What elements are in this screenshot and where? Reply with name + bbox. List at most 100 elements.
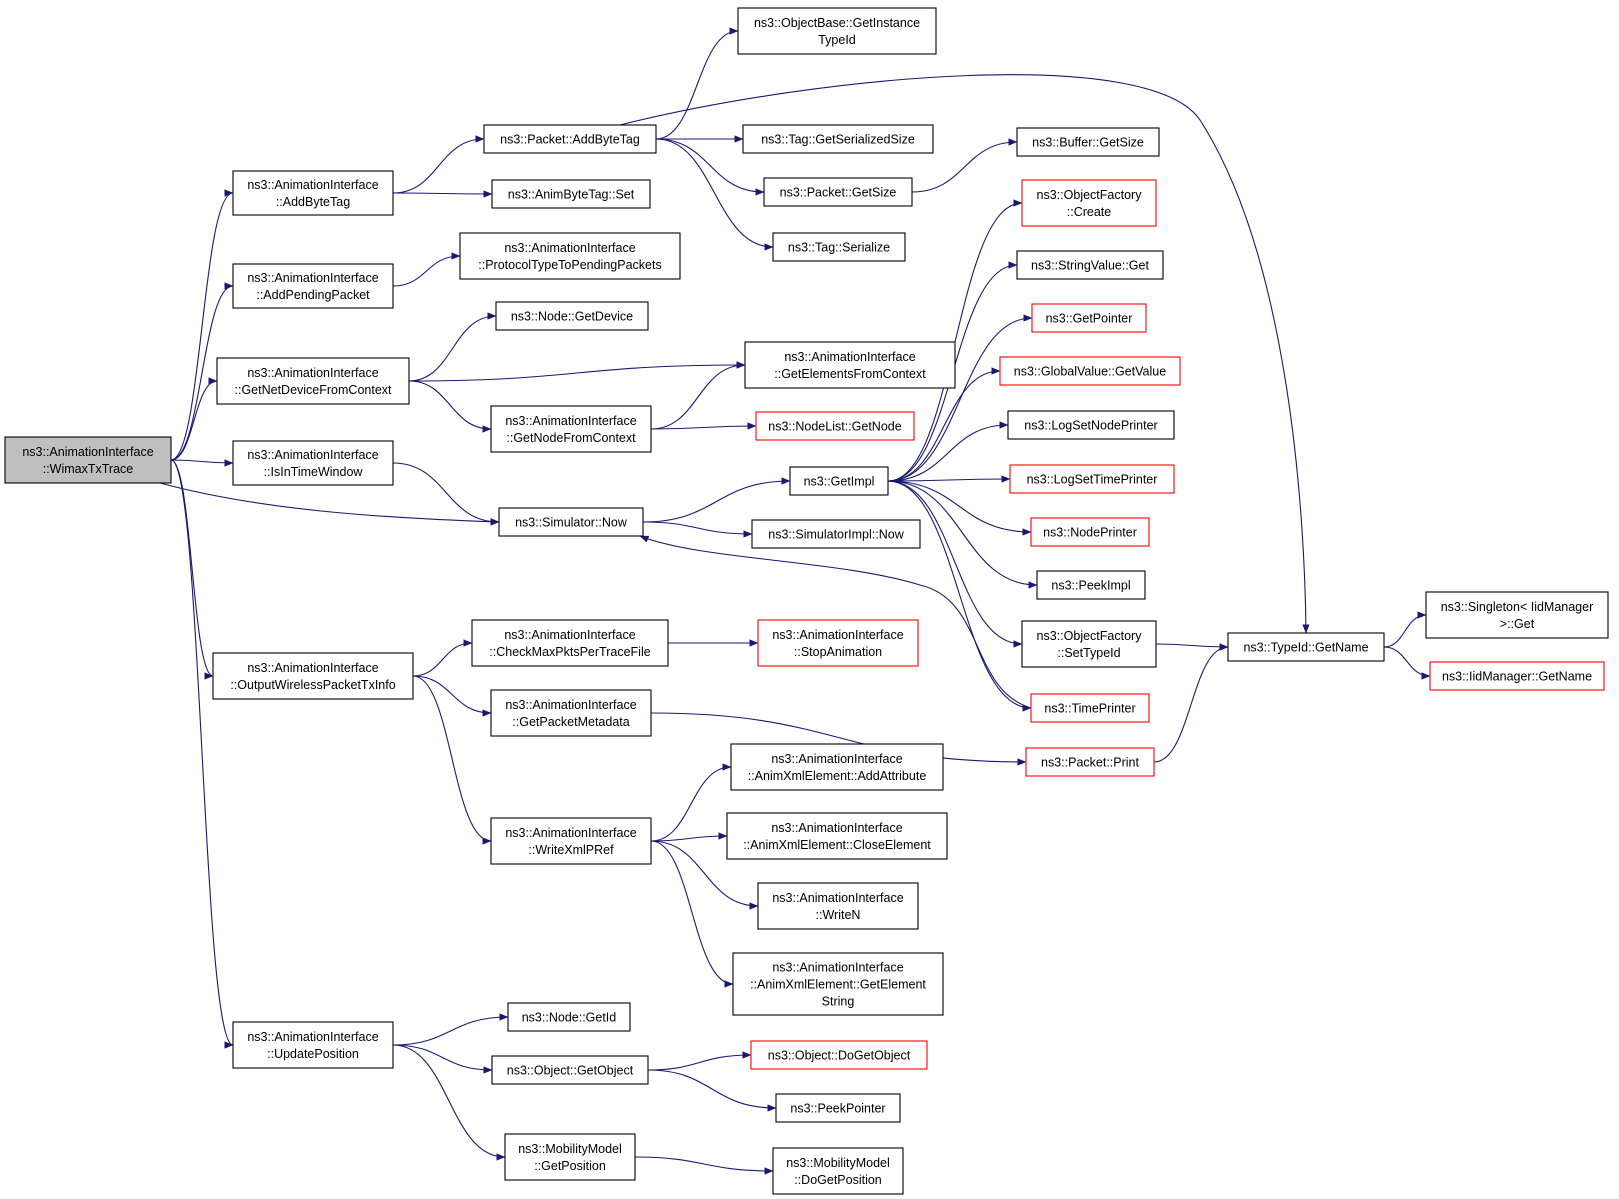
node-bufferGetSize[interactable]: ns3::Buffer::GetSize: [1016, 127, 1160, 157]
node-box: [1031, 303, 1147, 333]
edge-packetAddByteTag-to-tagSerialize: [655, 138, 774, 251]
edge-timePrinter-to-simulatorNow: [639, 535, 1032, 709]
node-label: ns3::AnimationInterface: [505, 826, 636, 840]
edge-updatePosition-to-nodeGetId: [392, 1013, 509, 1046]
node-iidManagerGetName[interactable]: ns3::IidManager::GetName: [1429, 661, 1605, 691]
node-label: ::GetPosition: [534, 1159, 606, 1173]
node-packetGetSize[interactable]: ns3::Packet::GetSize: [763, 177, 913, 207]
node-nodeGetDevice[interactable]: ns3::Node::GetDevice: [495, 301, 649, 331]
node-simulatorImplNow[interactable]: ns3::SimulatorImpl::Now: [751, 519, 921, 549]
node-label: ns3::AnimationInterface: [247, 1030, 378, 1044]
node-timePrinter[interactable]: ns3::TimePrinter: [1030, 693, 1150, 723]
node-box: [471, 619, 669, 667]
node-peekImpl[interactable]: ns3::PeekImpl: [1036, 570, 1146, 600]
node-peekPointer[interactable]: ns3::PeekPointer: [775, 1093, 901, 1123]
node-addPendingPacket[interactable]: ns3::AnimationInterface::AddPendingPacke…: [232, 263, 394, 309]
node-label: ns3::AnimationInterface: [247, 448, 378, 462]
node-box: [1030, 517, 1150, 547]
node-stringValueGet[interactable]: ns3::StringValue::Get: [1016, 250, 1164, 280]
node-box: [483, 124, 657, 154]
node-logSetNodePrinter[interactable]: ns3::LogSetNodePrinter: [1007, 410, 1175, 440]
node-getNodeFromContext[interactable]: ns3::AnimationInterface::GetNodeFromCont…: [490, 405, 652, 453]
node-addByteTagAI[interactable]: ns3::AnimationInterface::AddByteTag: [232, 170, 394, 216]
node-isInTimeWindow[interactable]: ns3::AnimationInterface::IsInTimeWindow: [232, 440, 394, 486]
node-doGetObject[interactable]: ns3::Object::DoGetObject: [750, 1040, 928, 1070]
edge-getImpl-to-logSetTimePrinter: [887, 475, 1011, 483]
node-getPacketMetadata[interactable]: ns3::AnimationInterface::GetPacketMetada…: [490, 689, 652, 737]
node-label: ns3::Singleton< IidManager: [1441, 600, 1594, 614]
node-box: [999, 356, 1181, 386]
node-label: String: [822, 995, 855, 1009]
node-closeElement[interactable]: ns3::AnimationInterface::AnimXmlElement:…: [726, 812, 948, 860]
node-tagSerialize[interactable]: ns3::Tag::Serialize: [772, 232, 906, 262]
node-root[interactable]: ns3::AnimationInterface::WimaxTxTrace: [4, 436, 172, 484]
edge-getImpl-to-objectFactorySetTypeId: [887, 480, 1023, 648]
node-box: [744, 341, 956, 389]
node-getElementString[interactable]: ns3::AnimationInterface::AnimXmlElement:…: [732, 952, 944, 1016]
node-label: ns3::GetPointer: [1046, 312, 1133, 326]
node-getElementsFromContext[interactable]: ns3::AnimationInterface::GetElementsFrom…: [744, 341, 956, 389]
edge-simulatorNow-to-simulatorImplNow: [642, 521, 753, 538]
node-protocolTypeToPendingPackets[interactable]: ns3::AnimationInterface::ProtocolTypeToP…: [459, 232, 681, 280]
node-packetPrint[interactable]: ns3::Packet::Print: [1025, 747, 1155, 777]
node-box: [1227, 632, 1385, 662]
node-label: ns3::Packet::AddByteTag: [500, 133, 640, 147]
node-logSetTimePrinter[interactable]: ns3::LogSetTimePrinter: [1009, 464, 1175, 494]
node-mobilityGetPosition[interactable]: ns3::MobilityModel::GetPosition: [504, 1133, 636, 1181]
node-label: ::SetTypeId: [1057, 646, 1120, 660]
edge-updatePosition-to-mobilityGetPosition: [392, 1044, 506, 1161]
node-label: ns3::AnimationInterface: [505, 414, 636, 428]
node-typeIdGetName[interactable]: ns3::TypeId::GetName: [1227, 632, 1385, 662]
node-updatePosition[interactable]: ns3::AnimationInterface::UpdatePosition: [232, 1021, 394, 1069]
node-label: ns3::PeekPointer: [790, 1102, 885, 1116]
node-objectFactoryCreate[interactable]: ns3::ObjectFactory::Create: [1021, 179, 1157, 227]
node-box: [216, 357, 410, 405]
node-globalValueGetValue[interactable]: ns3::GlobalValue::GetValue: [999, 356, 1181, 386]
node-objectGetObject[interactable]: ns3::Object::GetObject: [491, 1055, 649, 1085]
node-label: ns3::MobilityModel: [786, 1156, 890, 1170]
edge-packetAddByteTag-to-typeIdGetName: [619, 74, 1310, 634]
node-objectFactorySetTypeId[interactable]: ns3::ObjectFactory::SetTypeId: [1021, 620, 1157, 668]
node-outputWirelessPacketTxInfo[interactable]: ns3::AnimationInterface::OutputWirelessP…: [212, 652, 414, 700]
node-stopAnimation[interactable]: ns3::AnimationInterface::StopAnimation: [757, 619, 919, 667]
node-label: ns3::SimulatorImpl::Now: [768, 528, 904, 542]
node-singletonGet[interactable]: ns3::Singleton< IidManager >::Get: [1425, 591, 1609, 639]
node-label: ns3::LogSetTimePrinter: [1027, 473, 1158, 487]
node-checkMaxPkts[interactable]: ns3::AnimationInterface::CheckMaxPktsPer…: [471, 619, 669, 667]
node-simulatorNow[interactable]: ns3::Simulator::Now: [498, 507, 644, 537]
node-box: [1030, 693, 1150, 723]
node-tagGetSerializedSize[interactable]: ns3::Tag::GetSerializedSize: [742, 124, 934, 154]
node-label: ::AnimXmlElement::CloseElement: [743, 838, 931, 852]
node-label: ns3::PeekImpl: [1051, 579, 1130, 593]
node-label: ::UpdatePosition: [267, 1047, 359, 1061]
node-label: ns3::NodePrinter: [1043, 526, 1137, 540]
node-getPointer[interactable]: ns3::GetPointer: [1031, 303, 1147, 333]
node-box: [232, 1021, 394, 1069]
node-packetAddByteTag[interactable]: ns3::Packet::AddByteTag: [483, 124, 657, 154]
node-label: ns3::AnimationInterface: [247, 271, 378, 285]
edge-packetAddByteTag-to-getInstanceTypeId: [655, 27, 739, 140]
node-label: ::AddPendingPacket: [256, 288, 370, 302]
node-getNetDeviceFromContext[interactable]: ns3::AnimationInterface::GetNetDeviceFro…: [216, 357, 410, 405]
edge-getNodeFromContext-to-nodeListGetNode: [650, 422, 757, 430]
edge-typeIdGetName-to-iidManagerGetName: [1383, 646, 1431, 680]
node-writeN[interactable]: ns3::AnimationInterface::WriteN: [757, 882, 919, 930]
node-box: [495, 301, 649, 331]
node-label: ns3::Buffer::GetSize: [1032, 136, 1144, 150]
node-doGetPosition[interactable]: ns3::MobilityModel::DoGetPosition: [772, 1147, 904, 1195]
node-label: ns3::AnimationInterface: [771, 821, 902, 835]
node-addAttribute[interactable]: ns3::AnimationInterface::AnimXmlElement:…: [730, 743, 944, 791]
node-nodeGetId[interactable]: ns3::Node::GetId: [507, 1002, 631, 1032]
node-nodePrinter[interactable]: ns3::NodePrinter: [1030, 517, 1150, 547]
node-getImpl[interactable]: ns3::GetImpl: [789, 466, 889, 496]
edge-typeIdGetName-to-singletonGet: [1383, 611, 1427, 648]
node-label: ns3::Packet::GetSize: [780, 186, 897, 200]
node-label: ::AddByteTag: [276, 195, 350, 209]
node-nodeListGetNode[interactable]: ns3::NodeList::GetNode: [755, 411, 915, 441]
edge-updatePosition-to-objectGetObject: [392, 1044, 493, 1074]
node-animByteTagSet[interactable]: ns3::AnimByteTag::Set: [491, 179, 651, 209]
edge-writeXmlPRef-to-getElementString: [650, 840, 734, 988]
node-writeXmlPRef[interactable]: ns3::AnimationInterface::WriteXmlPRef: [490, 817, 652, 865]
edge-mobilityGetPosition-to-doGetPosition: [634, 1156, 774, 1175]
